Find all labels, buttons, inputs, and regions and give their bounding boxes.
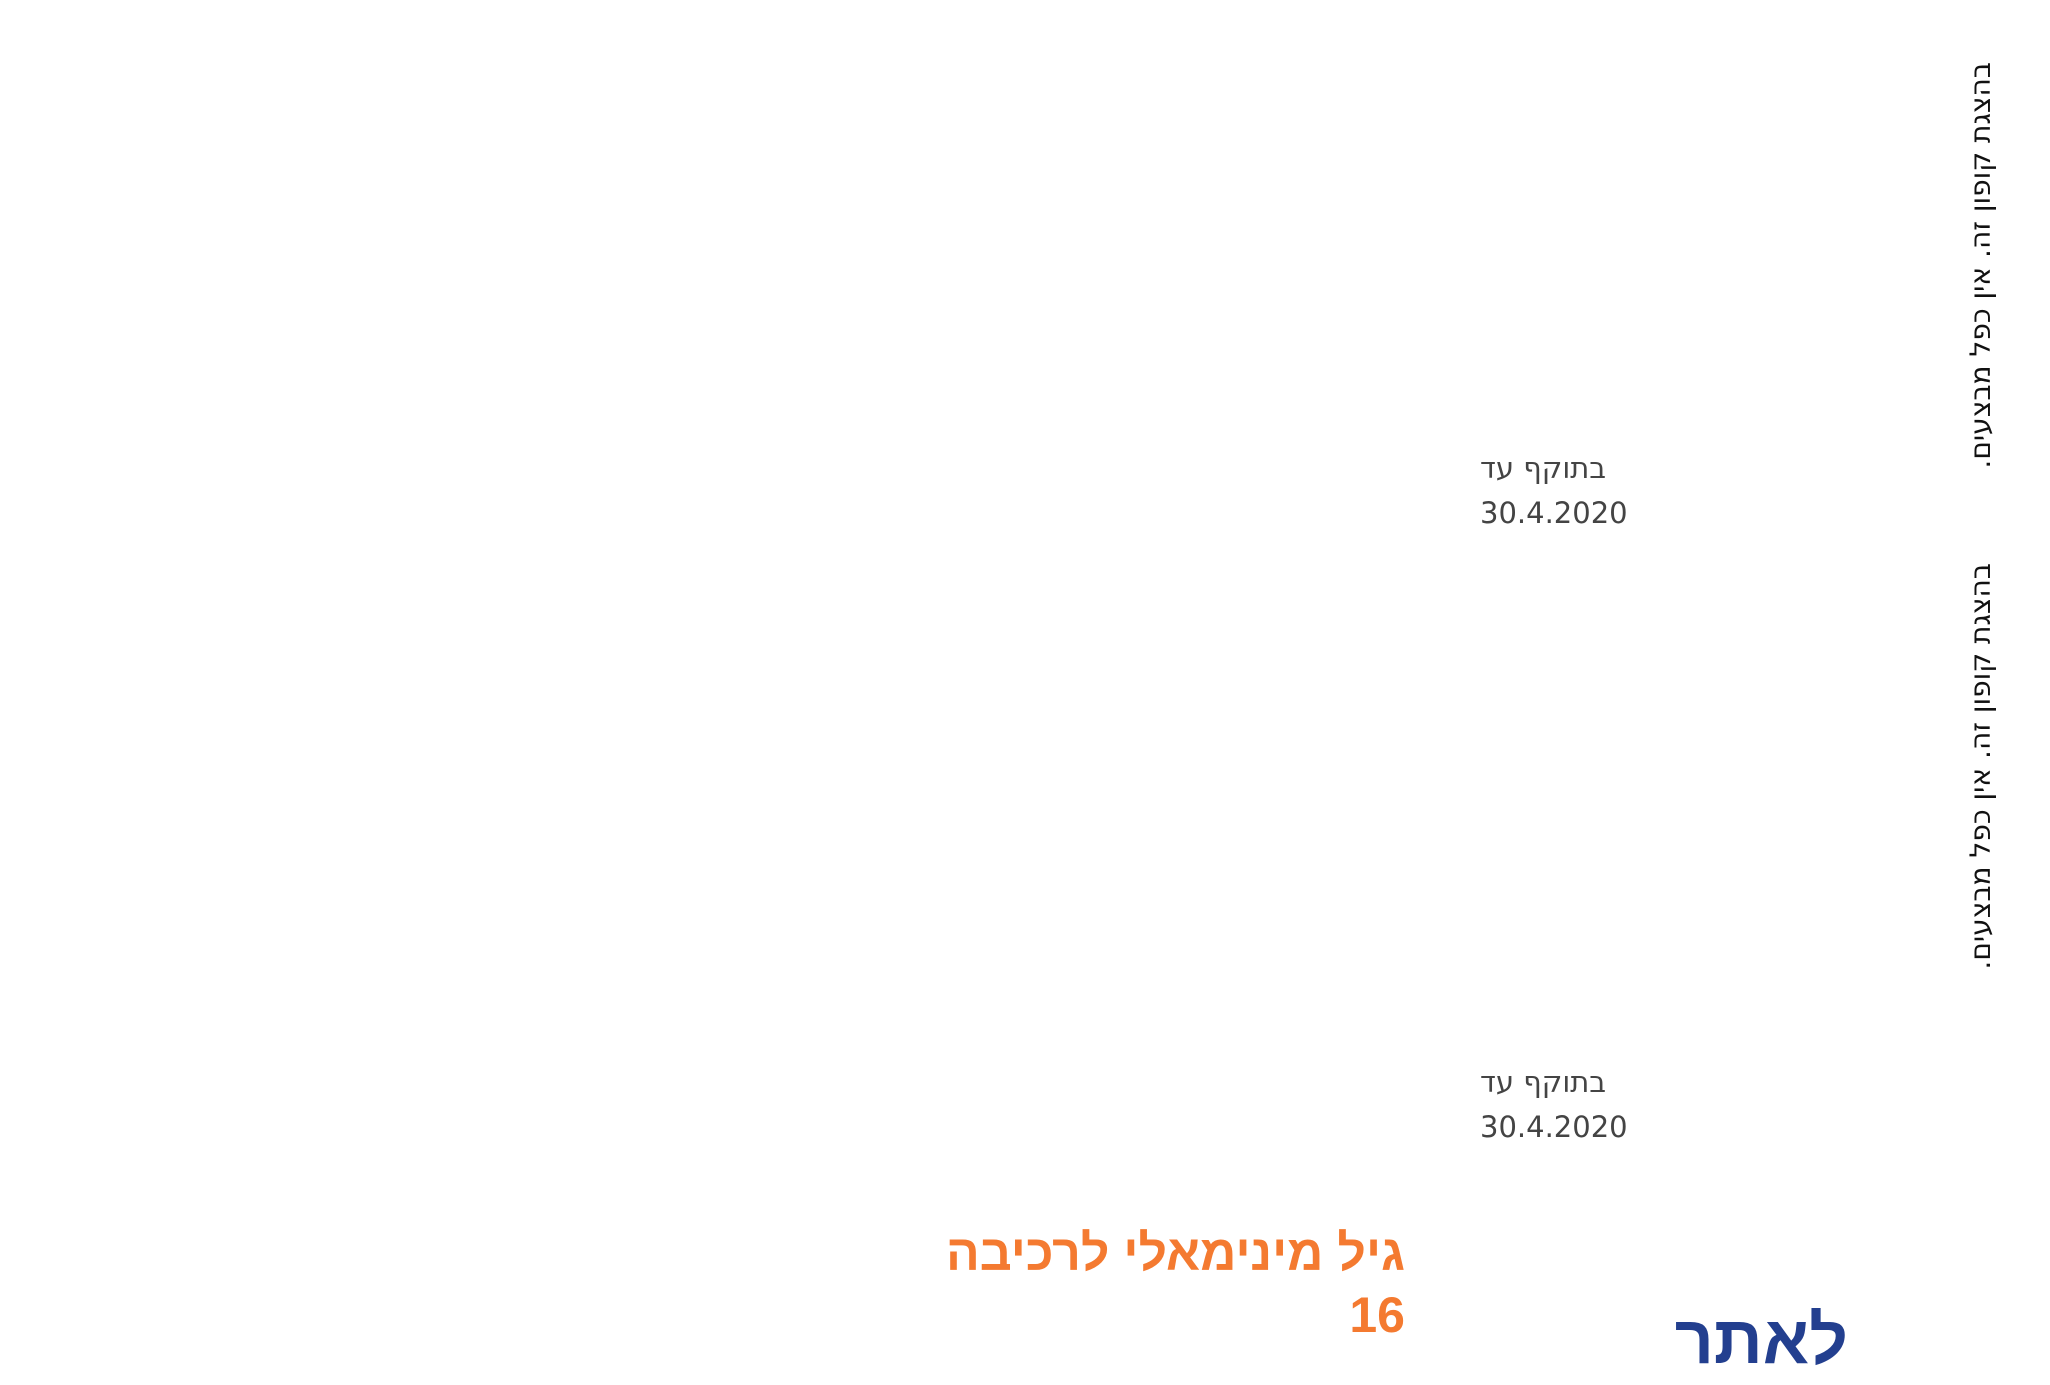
coupon-validity: בתוקף עד 30.4.2020 [1480, 1060, 1650, 1150]
coupon-terms: בהצגת קופון זה. אין כפל מבצעים. [1964, 62, 1997, 469]
valid-label: בתוקף עד [1480, 1065, 1607, 1099]
valid-label: בתוקף עד [1480, 451, 1607, 485]
valid-date: 30.4.2020 [1480, 496, 1628, 530]
min-age-headline: גיל מינימאלי לרכיבה 16 [946, 1225, 1405, 1343]
coupon-validity: בתוקף עד 30.4.2020 [1480, 446, 1650, 536]
valid-date: 30.4.2020 [1480, 1110, 1628, 1144]
coupon-terms: בהצגת קופון זה. אין כפל מבצעים. [1964, 563, 1997, 970]
to-site-link[interactable]: לאתר [1674, 1302, 1848, 1378]
